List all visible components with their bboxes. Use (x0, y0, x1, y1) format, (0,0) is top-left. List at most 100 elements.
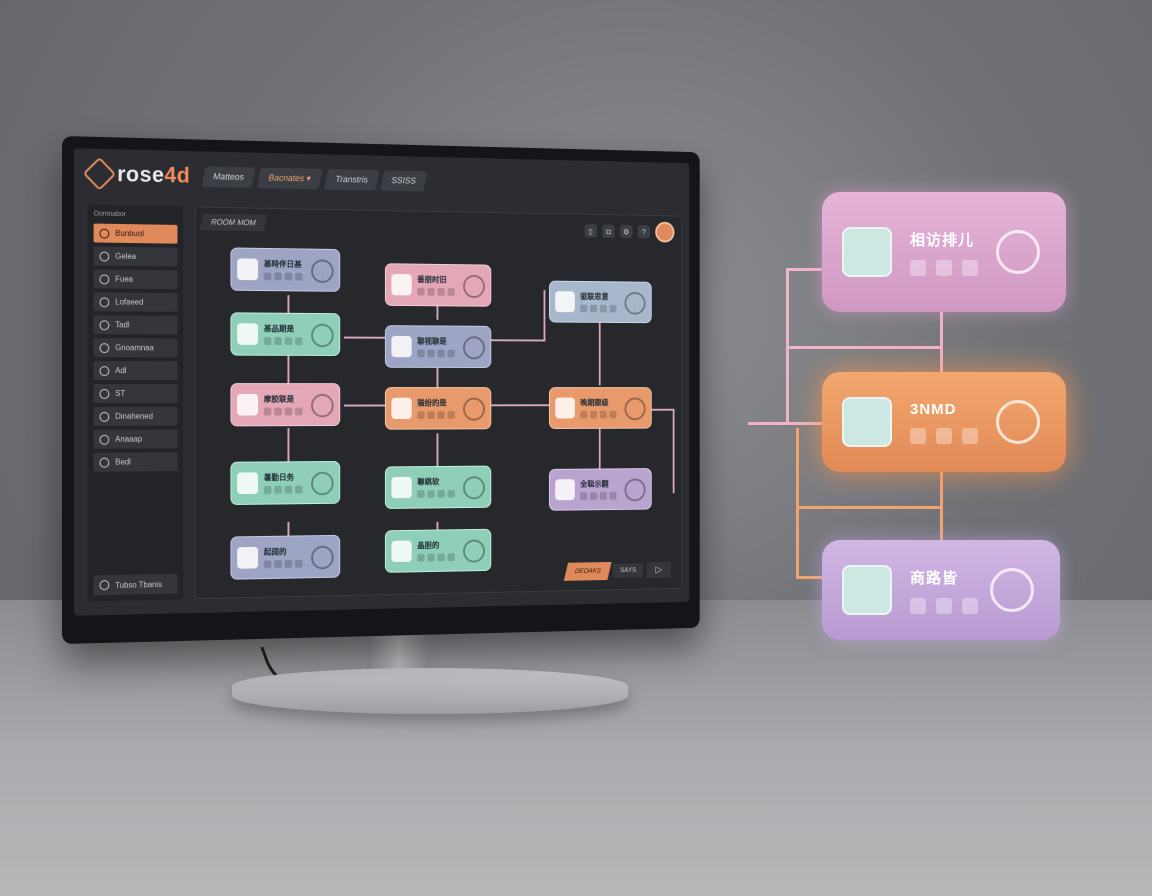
node-btn[interactable] (295, 408, 303, 416)
node-btn[interactable] (448, 411, 455, 419)
node-btn[interactable] (609, 492, 616, 500)
node-btn[interactable] (274, 273, 282, 281)
node-gear-icon[interactable] (311, 546, 334, 570)
flow-node-6[interactable]: 猫纷的是 (385, 387, 491, 430)
node-gear-icon[interactable] (311, 472, 334, 496)
node-btn[interactable] (285, 337, 293, 345)
panel-btn[interactable] (962, 260, 978, 276)
panel-btn[interactable] (910, 260, 926, 276)
node-btn[interactable] (600, 411, 607, 419)
avatar[interactable] (655, 222, 674, 243)
sidebar-item-0[interactable]: Bunbuol (94, 224, 178, 244)
node-btn[interactable] (417, 554, 424, 562)
flow-node-1[interactable]: 番朋时旧 (385, 263, 491, 307)
deploy-button[interactable]: DEOAKS (564, 562, 612, 581)
node-btn[interactable] (590, 305, 597, 313)
node-btn[interactable] (437, 350, 444, 358)
node-btn[interactable] (600, 305, 607, 313)
node-btn[interactable] (590, 492, 597, 500)
node-btn[interactable] (264, 337, 272, 345)
node-btn[interactable] (600, 492, 607, 500)
notification-icon[interactable]: ◘ (602, 224, 614, 237)
node-btn[interactable] (285, 273, 293, 281)
panel-btn[interactable] (910, 598, 926, 614)
node-btn[interactable] (448, 553, 455, 561)
node-btn[interactable] (264, 560, 272, 568)
node-gear-icon[interactable] (311, 324, 334, 347)
node-btn[interactable] (448, 288, 455, 296)
menu-item-1[interactable]: Bacnates ▾ (257, 167, 322, 189)
node-btn[interactable] (285, 408, 293, 416)
sidebar-item-4[interactable]: Tadl (94, 315, 178, 334)
node-btn[interactable] (437, 411, 444, 419)
app-logo[interactable]: rose4d (88, 161, 191, 189)
sidebar-item-6[interactable]: Adl (94, 361, 178, 380)
node-btn[interactable] (274, 560, 282, 568)
node-gear-icon[interactable] (463, 275, 485, 298)
node-btn[interactable] (274, 486, 282, 494)
node-btn[interactable] (609, 305, 616, 313)
flow-node-7[interactable]: 晚期跟级 (549, 387, 652, 429)
node-btn[interactable] (437, 553, 444, 561)
node-btn[interactable] (295, 273, 303, 281)
flow-node-0[interactable]: 基時伴日基 (230, 247, 340, 291)
menu-item-2[interactable]: Transtris (324, 169, 379, 190)
node-btn[interactable] (437, 490, 444, 498)
sidebar-footer[interactable]: Tubso Tbanis (94, 574, 178, 596)
node-btn[interactable] (448, 350, 455, 358)
play-icon[interactable]: ▷ (647, 562, 671, 578)
node-btn[interactable] (580, 411, 587, 419)
node-btn[interactable] (427, 554, 434, 562)
flow-node-9[interactable]: 聯跳软 (385, 466, 491, 509)
node-canvas[interactable]: ROOM MOM ▯ ◘ ⚙ ? (195, 206, 682, 599)
node-btn[interactable] (417, 288, 424, 296)
flow-node-10[interactable]: 全聪示翻 (549, 468, 652, 511)
sidebar-item-8[interactable]: Dinahened (94, 407, 178, 426)
node-btn[interactable] (264, 272, 272, 280)
node-gear-icon[interactable] (311, 259, 334, 283)
lock-icon[interactable]: ▯ (585, 224, 597, 237)
menu-item-0[interactable]: Matteos (202, 166, 256, 188)
flow-node-11[interactable]: 起阔的 (230, 535, 340, 580)
settings-icon[interactable]: ⚙ (620, 225, 632, 238)
node-btn[interactable] (264, 486, 272, 494)
node-btn[interactable] (580, 492, 587, 500)
menu-item-3[interactable]: SSISS (380, 170, 427, 191)
flow-node-8[interactable]: 暑勤日务 (230, 461, 340, 505)
panel-btn[interactable] (936, 260, 952, 276)
node-gear-icon[interactable] (463, 476, 485, 499)
node-btn[interactable] (295, 337, 303, 345)
panel-btn[interactable] (962, 598, 978, 614)
sidebar-item-3[interactable]: Lofaeed (94, 292, 178, 312)
panel-btn[interactable] (936, 598, 952, 614)
node-btn[interactable] (295, 486, 303, 494)
node-gear-icon[interactable] (463, 539, 485, 562)
sidebar-item-7[interactable]: ST (94, 384, 178, 403)
flow-node-5[interactable]: 摩胶联是 (230, 383, 340, 426)
panel-btn[interactable] (936, 428, 952, 444)
node-gear-icon[interactable] (311, 394, 334, 417)
sidebar-item-9[interactable]: Anaaap (94, 430, 178, 449)
node-btn[interactable] (274, 408, 282, 416)
node-btn[interactable] (427, 411, 434, 419)
node-gear-icon[interactable] (463, 398, 485, 421)
flow-node-3[interactable]: 基品期是 (230, 312, 340, 356)
node-btn[interactable] (417, 349, 424, 357)
help-icon[interactable]: ? (638, 225, 650, 238)
sidebar-item-10[interactable]: Bedl (94, 452, 178, 471)
flow-node-12[interactable]: 晶胆的 (385, 529, 491, 573)
floating-panel-0[interactable]: 相访排儿 (822, 192, 1066, 312)
node-gear-icon[interactable] (463, 336, 485, 359)
node-btn[interactable] (590, 411, 597, 419)
gear-icon[interactable] (990, 568, 1034, 612)
node-btn[interactable] (417, 411, 424, 419)
sidebar-item-5[interactable]: Gnoamnaa (94, 338, 178, 357)
node-btn[interactable] (285, 486, 293, 494)
node-btn[interactable] (427, 490, 434, 498)
node-gear-icon[interactable] (624, 292, 645, 315)
sidebar-item-1[interactable]: Gelea (94, 246, 178, 266)
node-btn[interactable] (437, 288, 444, 296)
panel-btn[interactable] (962, 428, 978, 444)
node-btn[interactable] (417, 490, 424, 498)
node-btn[interactable] (427, 288, 434, 296)
